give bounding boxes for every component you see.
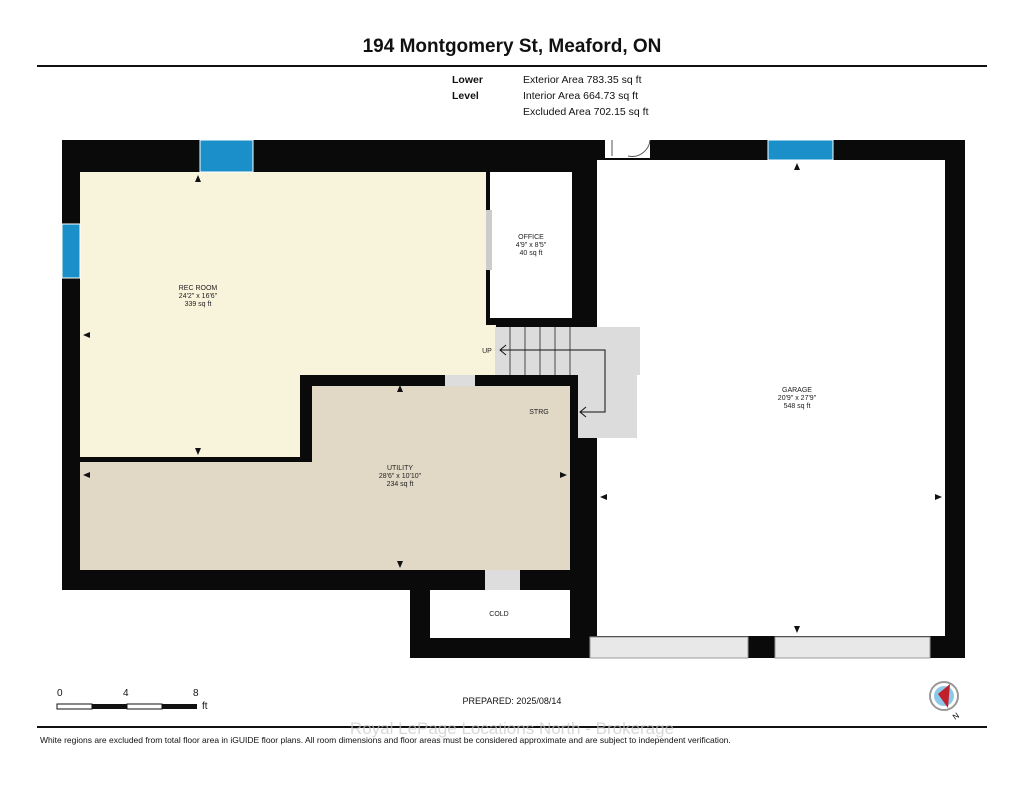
prepared-date: PREPARED: 2025/08/14 (462, 696, 562, 706)
scale-bar (56, 703, 197, 710)
office-label: OFFICE 4'9" x 8'5" 40 sq ft (516, 234, 547, 257)
watermark: Royal LePage Locations North - Brokerage (349, 719, 675, 738)
office-room (490, 172, 572, 318)
stairs (495, 327, 640, 375)
office-door (486, 210, 492, 270)
cold-door (485, 570, 520, 590)
svg-text:4'9" x 8'5": 4'9" x 8'5" (516, 242, 547, 249)
compass-icon: N (929, 681, 961, 722)
svg-text:24'2" x 16'6": 24'2" x 16'6" (179, 293, 218, 300)
cold-label: COLD (489, 611, 508, 618)
rec-room (80, 172, 486, 375)
rec-room-label: REC ROOM 24'2" x 16'6" 339 sq ft (179, 285, 218, 308)
scale-unit: ft (202, 701, 208, 712)
excluded-area: Excluded Area 702.15 sq ft (523, 106, 649, 118)
svg-text:OFFICE: OFFICE (518, 234, 544, 241)
interior-area: Interior Area 664.73 sq ft (523, 90, 638, 102)
level-label: Lower Level (452, 74, 483, 102)
svg-text:N: N (951, 711, 961, 722)
dimension-markers (83, 163, 942, 633)
svg-text:339 sq ft: 339 sq ft (185, 301, 212, 308)
svg-text:UTILITY: UTILITY (387, 465, 413, 472)
svg-text:40 sq ft: 40 sq ft (520, 250, 543, 257)
disclaimer: White regions are excluded from total fl… (40, 735, 731, 745)
page-title: 194 Montgomery St, Meaford, ON (362, 36, 662, 57)
garage-door-right (774, 636, 931, 659)
scale-tick-0: 0 (57, 688, 63, 699)
garage-door-opening (605, 136, 650, 158)
exterior-area: Exterior Area 783.35 sq ft (523, 74, 642, 86)
svg-text:REC ROOM: REC ROOM (179, 285, 218, 292)
footer-divider (37, 726, 987, 728)
garage-door-left (589, 636, 749, 659)
garage-room (597, 160, 945, 636)
stairs-up-label: UP (482, 348, 492, 355)
scale-tick-4: 4 (123, 688, 129, 699)
garage-label: GARAGE 20'9" x 27'9" 548 sq ft (778, 387, 817, 410)
windows (61, 139, 834, 279)
svg-text:548 sq ft: 548 sq ft (784, 403, 811, 410)
scale-tick-8: 8 (193, 688, 199, 699)
utility-door (445, 375, 475, 386)
utility-room (312, 386, 570, 466)
stair-treads (509, 327, 571, 375)
svg-text:28'6" x 10'10": 28'6" x 10'10" (379, 473, 422, 480)
strg-label: STRG (529, 409, 548, 416)
svg-text:20'9" x 27'9": 20'9" x 27'9" (778, 395, 817, 402)
svg-text:234 sq ft: 234 sq ft (387, 481, 414, 488)
cold-room (430, 590, 570, 638)
door-swing (611, 139, 651, 157)
svg-text:GARAGE: GARAGE (782, 387, 812, 394)
title-divider (37, 65, 987, 67)
stair-arrow (500, 349, 606, 413)
utility-label: UTILITY 28'6" x 10'10" 234 sq ft (379, 465, 422, 488)
